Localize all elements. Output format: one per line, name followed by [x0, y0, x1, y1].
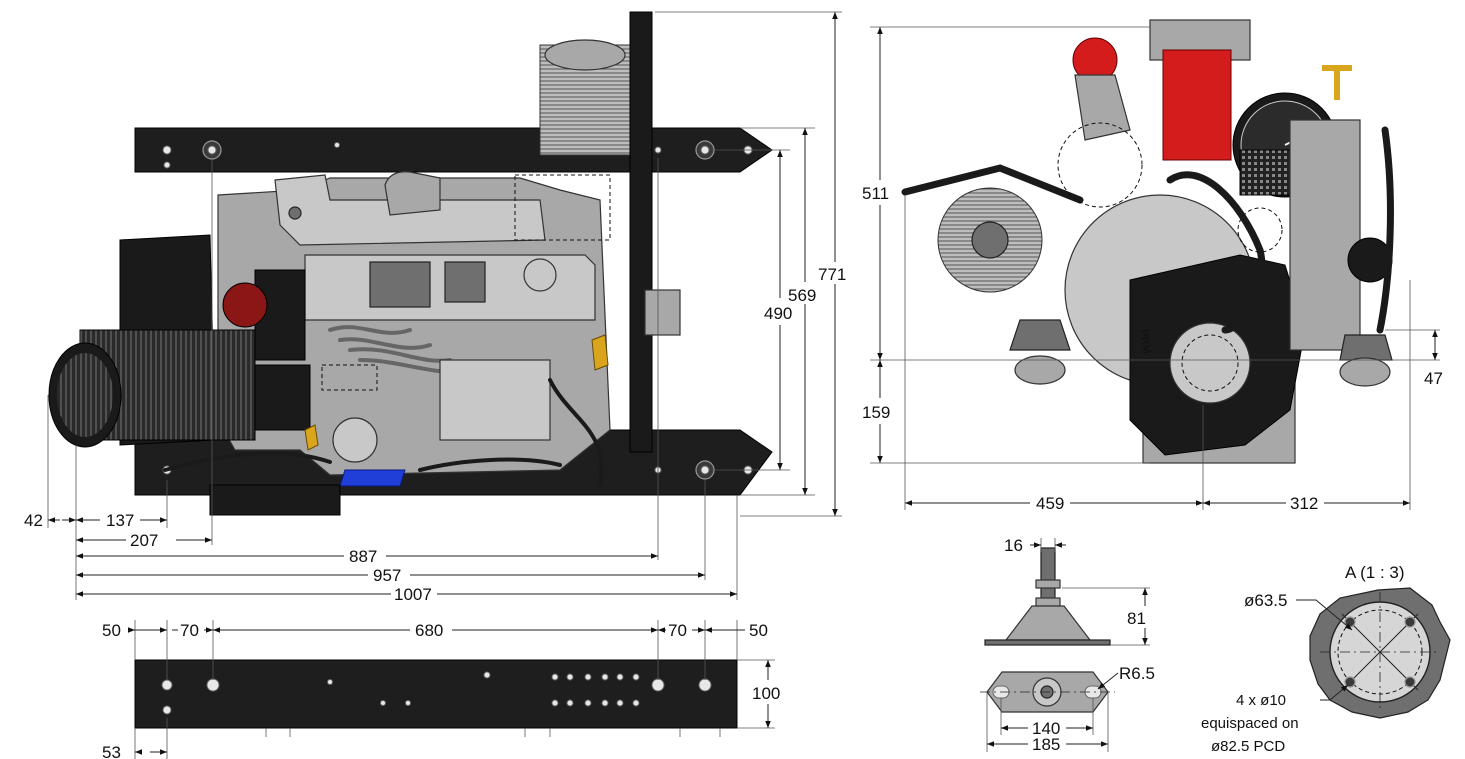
hidden-parts-2: [321, 364, 378, 391]
rail-view: [134, 659, 738, 737]
dim-137: 137: [106, 511, 134, 530]
dim-rail-70-right: 70: [668, 621, 687, 640]
bed-rail-ticks: [265, 728, 721, 737]
dim-569: 569: [788, 286, 816, 305]
side-view: [48, 11, 773, 516]
detail-a-dia: ø63.5: [1244, 591, 1287, 610]
front-hose: [1166, 171, 1266, 334]
hidden-pulley-2: [1237, 207, 1283, 253]
bed-rail-holes: [161, 671, 712, 715]
engine-foot: [209, 484, 341, 516]
oil-filler-cap: [523, 258, 557, 292]
mount-stud: [1040, 547, 1056, 604]
dim-312: 312: [1290, 494, 1318, 513]
dim-42: 42: [24, 511, 43, 530]
dim-1007: 1007: [394, 585, 432, 604]
detail-a-title: A (1 : 3): [1345, 563, 1405, 582]
dim-rail-50-right: 50: [749, 621, 768, 640]
alternator-hub: [971, 221, 1009, 259]
front-view: PRM: [901, 19, 1394, 464]
coolant-hose: [339, 469, 406, 487]
dim-887: 887: [349, 547, 377, 566]
front-view-dimensions: 511 159 47 459 312: [862, 26, 1443, 513]
water-pump: [644, 289, 681, 336]
detail-a-note-1: 4 x ø10: [1236, 692, 1286, 709]
rail-dimensions: 50 70 680 70 50 100 53: [102, 620, 780, 759]
exhaust-elbow: [384, 171, 441, 216]
dim-rail-53: 53: [102, 743, 121, 759]
hose-bottom: [418, 457, 562, 472]
mount-dimensions: 16 81 R6.5 140 185: [986, 536, 1155, 754]
hose-lower-left: [163, 451, 332, 472]
dim-81: 81: [1127, 609, 1146, 628]
dim-rail-100: 100: [752, 684, 780, 703]
dim-140: 140: [1032, 719, 1060, 738]
hose-right: [548, 378, 604, 487]
dim-957: 957: [373, 566, 401, 585]
thermostat-housing: [1074, 74, 1131, 141]
mount-nut-2: [1035, 597, 1061, 607]
top-rail-holes: [162, 140, 753, 169]
dim-771: 771: [818, 265, 846, 284]
dim-rail-680: 680: [415, 621, 443, 640]
dim-47: 47: [1424, 369, 1443, 388]
dim-207: 207: [130, 531, 158, 550]
alternator-top: [544, 39, 626, 71]
dim-185: 185: [1032, 735, 1060, 754]
dim-16: 16: [1004, 536, 1023, 555]
detail-a-bolt-holes: [1344, 616, 1416, 688]
mount-view: [980, 547, 1115, 713]
dim-511: 511: [862, 184, 889, 203]
fuel-filter-red: [1162, 49, 1232, 161]
cover-plate: [369, 261, 431, 308]
detail-a: A (1 : 3) ø63.5 4 x ø10 equispaced on ø8…: [1201, 563, 1451, 755]
detail-a-note-3: ø82.5 PCD: [1211, 738, 1285, 755]
oil-filter: [332, 417, 378, 463]
flange-pcd: [1181, 334, 1239, 392]
pulley-label: PRM: [1137, 328, 1153, 354]
starter-box: [254, 364, 311, 431]
air-filter-grille: [57, 353, 113, 437]
mount-base-plate: [984, 639, 1111, 646]
yellow-fitting: [591, 334, 609, 371]
dim-rail-50-left: 50: [102, 621, 121, 640]
detail-a-diag-2: [1341, 613, 1419, 691]
cover-cap: [444, 261, 486, 303]
side-view-dimensions: 42 137 207 887 957 1007 490 569: [24, 11, 846, 604]
dim-490: 490: [764, 304, 792, 323]
dim-rail-70-left: 70: [180, 621, 199, 640]
right-side-block: [1289, 119, 1361, 351]
dim-r65: R6.5: [1119, 664, 1155, 683]
dipstick-handle: [1322, 65, 1352, 100]
right-hose: [1376, 126, 1394, 334]
top-frame-rail: [134, 127, 773, 173]
hidden-parts: [514, 174, 611, 241]
mount-rubber: [1004, 605, 1092, 641]
bolt: [288, 206, 302, 220]
mount-nut: [1035, 579, 1061, 589]
red-cap: [222, 282, 268, 328]
injection-pump: [439, 359, 551, 441]
detail-a-note-2: equispaced on: [1201, 715, 1299, 732]
alternator-arm: [901, 164, 1084, 204]
dim-459: 459: [1036, 494, 1064, 513]
dim-159: 159: [862, 403, 890, 422]
front-mounts: [1009, 319, 1393, 387]
hidden-pulley: [1057, 122, 1143, 208]
yellow-fitting-2: [304, 424, 319, 451]
bed-rail: [134, 659, 738, 729]
belt-tensioner: [629, 11, 653, 453]
